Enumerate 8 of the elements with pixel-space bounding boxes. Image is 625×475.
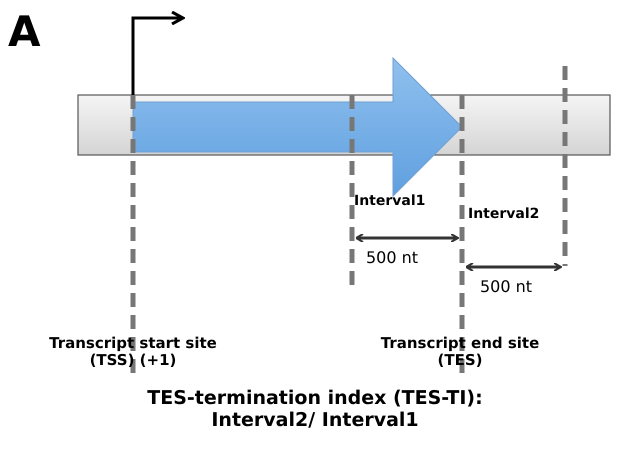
site-label: Transcript start site (TSS) (+1) [48,335,218,370]
interval-label: Interval1 [354,193,426,210]
panel-letter: A [8,8,42,56]
site-label: Transcript end site (TES) [380,335,540,370]
dimension-label: 500 nt [480,278,534,296]
dimension-label: 500 nt [366,249,420,268]
interval-label: Interval2 [468,206,540,222]
caption: TES-termination index (TES-TI): Interval2/ Interval1 [146,388,484,432]
